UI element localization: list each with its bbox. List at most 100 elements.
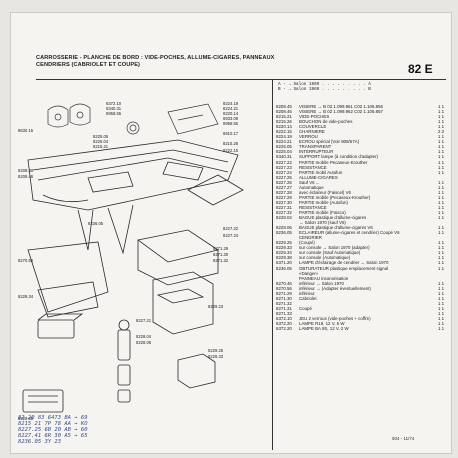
diagram-label: 8271.32: [213, 258, 229, 263]
part-description: RESISTANCE: [299, 204, 327, 210]
glovebox-lid-drawing: [126, 103, 219, 135]
diagram-label: 8229.25: [208, 348, 224, 353]
part-quantity: 1 1: [438, 134, 445, 140]
part-quantity: 1 1: [438, 260, 445, 266]
part-quantity: 1 1: [438, 245, 445, 251]
part-number: 6372.20: [276, 321, 292, 327]
diagram-labels: 8630.15 6372.10 6340.31 6958.55 8224.19 …: [18, 101, 239, 421]
part-quantity: 1 1: [438, 295, 445, 301]
part-number: 8271.33: [276, 310, 292, 316]
part-description: Cabriolet: [299, 295, 317, 301]
part-number: 8228.06: [276, 225, 292, 231]
part-description: → Salon 1970 (sauf V6): [299, 220, 346, 226]
parts-row: 8270.56 inférieur → (Adapter éventuellem…: [276, 286, 446, 291]
part-number: 8227.25: [276, 174, 292, 180]
part-quantity: 1 1: [438, 149, 445, 155]
part-number: 8236.05: [276, 265, 292, 271]
parts-row: → Salon 1970 (sauf V6): [276, 220, 446, 225]
part-quantity: 1 1: [438, 326, 445, 332]
part-description: PARTIE mobil Autofun: [299, 169, 343, 175]
part-number: 8227.23: [276, 164, 292, 170]
part-description: ECROU spécial (Voir 808/67A): [299, 139, 360, 145]
part-quantity: 1 1: [438, 305, 445, 311]
part-description: inférieur: [299, 290, 315, 296]
part-quantity: 1 1: [438, 114, 445, 120]
handwritten-line: 8227.41 6R 30 A5 → 65: [18, 433, 88, 439]
part-number: 8222.15: [276, 129, 292, 135]
part-quantity: 1 1: [438, 209, 445, 215]
diagram-label: 8227.24: [223, 233, 239, 238]
part-description: CHARNIERE: [299, 129, 325, 135]
part-description: RESISTANCE: [299, 164, 327, 170]
legend-item: B - → Salon 1969 . . . . . . . . . B: [278, 87, 371, 93]
part-quantity: 1 1: [438, 119, 445, 125]
part-quantity: 1 1: [438, 144, 445, 150]
part-quantity: 1 1: [438, 280, 445, 286]
diagram-label: 8222.15: [223, 148, 239, 153]
diagram-label: 8271.29: [213, 246, 229, 251]
part-description: sur console → Salon 1970 (adapter): [299, 245, 370, 251]
part-number: 6372.10: [276, 315, 292, 321]
part-description: PARTIE mobile (Pecaseux-Krouther): [299, 194, 371, 200]
diagram-label: 6933.09: [223, 116, 239, 121]
diagram-label: 8229.38: [18, 416, 34, 421]
part-description: inférieur → (Adapter éventuellement): [299, 285, 371, 291]
part-quantity: 1 1: [438, 154, 445, 160]
part-description: JEU 2 verrous (vide-poches + coffre): [299, 315, 371, 321]
cigar-lighter-drawing: [117, 319, 131, 403]
part-number: 8229.33: [276, 245, 292, 251]
part-description: Sauf V6 ...: [299, 179, 320, 185]
title-line-1: CARROSSERIE - PLANCHE DE BORD : VIDE-POC…: [36, 55, 275, 61]
part-description: COUVERCLE: [299, 124, 327, 130]
handwritten-line: 82 20 83 6473 BA → 69: [18, 415, 88, 421]
part-description: Automatique: [299, 184, 324, 190]
part-description: BAGUE plastique d'allume-cigares: [299, 215, 367, 221]
part-number: 8215.21: [276, 114, 292, 120]
legend: A - → Salon 1969 . . . . . . . . . A B -…: [278, 82, 371, 92]
part-description: VIDE-POCHES: [299, 114, 330, 120]
part-number: 8224.21: [276, 139, 292, 145]
handwritten-line: 8236.05 3Y 23: [18, 439, 62, 445]
part-quantity: 1 1: [438, 189, 445, 195]
handwritten-line: 8227.25 6B 20 AB → 60: [18, 427, 88, 433]
dashboard-drawing: [27, 139, 244, 255]
part-quantity: 1 1: [438, 265, 445, 271]
part-description: «Danger»: [299, 270, 319, 276]
part-description: ECLAIREUR (allume-cigares et cendrier) C…: [299, 230, 400, 236]
part-quantity: 1 1: [438, 321, 445, 327]
diagram-label: 8229.23: [208, 304, 224, 309]
diagram-label: 6910.17: [223, 131, 239, 136]
part-description: LAMPE BA 9S, 12 V, 2 W: [299, 326, 349, 332]
diagram-label: 8215.26: [223, 141, 239, 146]
part-number: 8228.04: [276, 215, 292, 221]
page-title: CARROSSERIE - PLANCHE DE BORD : VIDE-POC…: [36, 55, 336, 69]
part-quantity: 1 1: [438, 225, 445, 231]
part-quantity: 1 1: [438, 179, 445, 185]
part-number: 8271.32: [276, 300, 292, 306]
diagram-label: 8225.04: [93, 139, 109, 144]
diagram-label: 8236.05: [88, 221, 104, 226]
part-number: 8227.24: [276, 169, 292, 175]
part-number: 8270.56: [276, 285, 292, 291]
part-number: 8270.46: [276, 280, 292, 286]
part-number: 8220.14: [276, 124, 292, 130]
part-number: 8225.04: [276, 149, 292, 155]
